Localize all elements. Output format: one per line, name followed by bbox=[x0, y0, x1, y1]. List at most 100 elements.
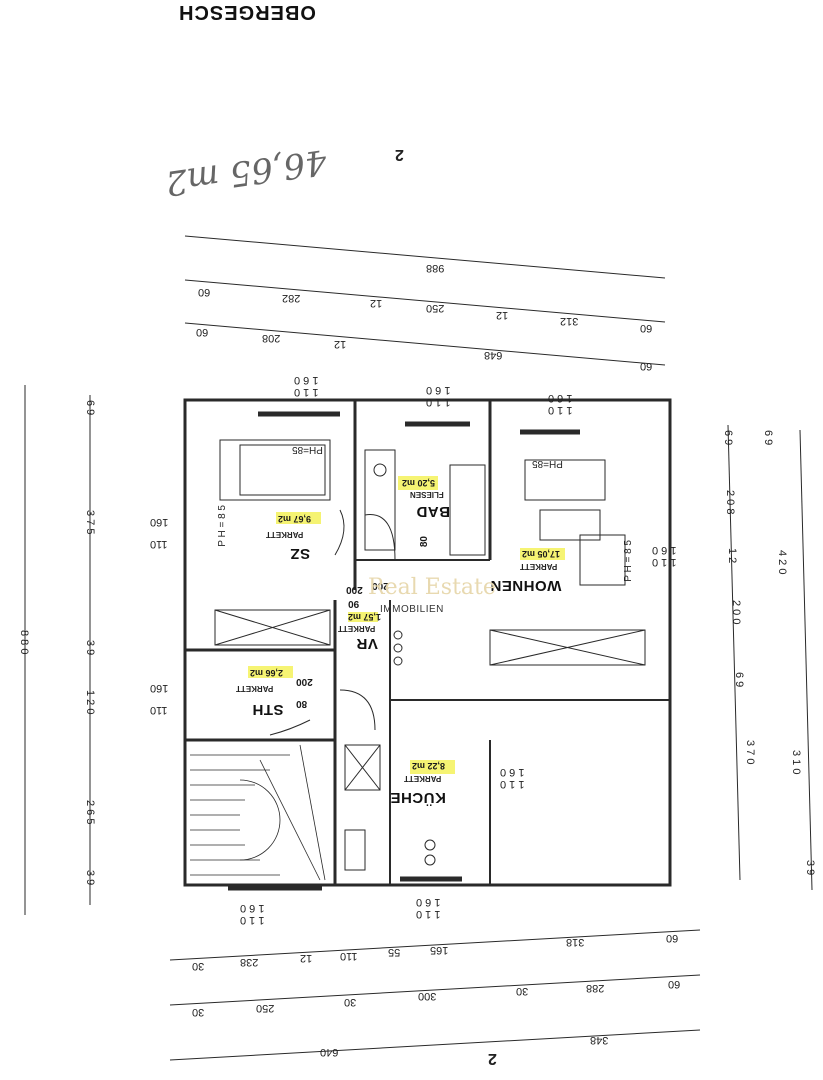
dim-bot-r1-6: 318 bbox=[566, 936, 585, 948]
dim-top-r2-1: 208 bbox=[262, 332, 281, 344]
sth-window-160: 160 bbox=[150, 682, 169, 694]
room-sz-area: 9,67 m2 bbox=[278, 514, 312, 524]
dim-top-r1-5: 312 bbox=[560, 315, 579, 327]
dim-bot-r1-5: 165 bbox=[430, 944, 449, 956]
room-wohnen-area: 17,05 m2 bbox=[522, 549, 561, 559]
dim-left-3: 1 2 0 bbox=[84, 690, 96, 715]
floor-title: OBERGESCH bbox=[178, 1, 316, 23]
dim-bot-r1-1: 238 bbox=[240, 956, 259, 968]
dim-bot-r2-6: 60 bbox=[668, 978, 681, 990]
dim-line-right-1 bbox=[727, 424, 741, 881]
room-wohnen-ph-side: P H = 8 5 bbox=[623, 540, 634, 582]
dim-top-r2-0: 60 bbox=[196, 326, 209, 338]
dim-bot-r2-4: 30 bbox=[516, 985, 529, 997]
room-bad-area: 5,20 m2 bbox=[402, 478, 436, 488]
dim-right-c1-1: 2 0 8 bbox=[724, 490, 736, 515]
room-kueche-area: 8,22 m2 bbox=[412, 761, 446, 771]
dim-left-1: 3 7 5 bbox=[84, 510, 96, 535]
dim-left-5: 3 9 bbox=[84, 870, 96, 886]
room-sz-finish: PARKETT bbox=[266, 530, 304, 539]
dim-bot-r2-1: 250 bbox=[256, 1002, 275, 1014]
dim-top-r1-1: 282 bbox=[282, 292, 301, 304]
dim-top-r1-4: 12 bbox=[496, 309, 509, 321]
dim-line-top-2 bbox=[184, 279, 666, 323]
watermark-sub: IMMOBILIEN bbox=[380, 604, 444, 615]
room-sz-name: SZ bbox=[290, 545, 311, 562]
room-kueche-finish: PARKETT bbox=[404, 774, 442, 783]
dim-right-c2-3: 3 1 0 bbox=[790, 750, 802, 775]
room-vr-name: VR bbox=[356, 635, 378, 652]
dim-line-bottom-2 bbox=[169, 974, 701, 1006]
dim-bot-r3-0: 640 bbox=[320, 1046, 339, 1058]
dim-right-c1-2: 1 2 bbox=[726, 548, 738, 564]
dim-right-c2-0: 6 9 bbox=[762, 430, 774, 446]
room-kueche-window: 1 1 0 1 6 0 bbox=[500, 766, 525, 791]
room-wohnen-name: WOHNEN bbox=[490, 577, 562, 594]
room-sth-door-b: 200 bbox=[296, 676, 313, 687]
bathtub bbox=[364, 449, 396, 551]
room-sth-finish: PARKETT bbox=[236, 684, 274, 693]
dim-bot-r1-7: 60 bbox=[666, 932, 679, 944]
window-top-sz: 1 1 0 1 6 0 bbox=[294, 374, 319, 399]
dim-top-r2-4: 60 bbox=[640, 360, 653, 372]
dim-top-r2-3: 648 bbox=[484, 349, 503, 361]
dim-bot-r3-1: 348 bbox=[590, 1034, 609, 1046]
dim-bot-r2-2: 30 bbox=[344, 996, 357, 1008]
room-kueche-name: KÜCHE bbox=[390, 789, 446, 806]
dim-bot-r2-0: 30 bbox=[192, 1006, 205, 1018]
sz-window-160: 160 bbox=[150, 516, 169, 528]
dim-left-0: 6 9 bbox=[84, 400, 96, 416]
section-mark-bottom: 2 bbox=[488, 1050, 497, 1067]
dim-line-top-1 bbox=[184, 235, 666, 279]
dim-right-c1-4: 6 9 bbox=[733, 672, 745, 688]
dim-line-bottom-1 bbox=[169, 929, 701, 961]
window-bottom-kueche: 1 1 0 1 6 0 bbox=[416, 896, 441, 921]
dim-bot-r1-0: 30 bbox=[192, 960, 205, 972]
room-sth-area: 2,66 m2 bbox=[250, 668, 284, 678]
outer-wall bbox=[183, 398, 672, 887]
dim-bot-r1-4: 55 bbox=[388, 946, 401, 958]
watermark-brand: Real Estate bbox=[368, 575, 496, 600]
dim-top-r2-2: 12 bbox=[334, 338, 347, 350]
dim-left-2: 3 9 bbox=[84, 640, 96, 656]
dim-bot-r2-5: 288 bbox=[586, 982, 605, 994]
section-mark-top: 2 bbox=[395, 146, 404, 163]
dim-top-r1-6: 60 bbox=[640, 322, 653, 334]
room-sth-door-a: 80 bbox=[296, 698, 308, 709]
dim-right-c1-0: 6 9 bbox=[722, 430, 734, 446]
room-wohnen-window: 1 1 0 1 6 0 bbox=[652, 544, 677, 569]
sz-window-110: 110 bbox=[150, 538, 168, 550]
sth-window-110: 110 bbox=[150, 704, 168, 716]
room-vr-door-b: 200 bbox=[346, 584, 363, 595]
dim-right-c2-1: 4 2 0 bbox=[776, 550, 788, 575]
room-bad-door: 80 bbox=[419, 536, 430, 548]
room-wohnen-finish: PARKETT bbox=[520, 562, 558, 571]
room-bad-finish: FLIESEN bbox=[410, 490, 444, 499]
room-sth-name: STH bbox=[252, 701, 284, 718]
bed bbox=[219, 439, 331, 501]
dim-bot-r1-3: 110 bbox=[340, 950, 358, 962]
dim-top-r1-0: 60 bbox=[198, 286, 211, 298]
room-bad-name: BAD bbox=[416, 503, 450, 520]
dim-bot-r1-2: 12 bbox=[300, 952, 313, 964]
dim-top-r1-3: 250 bbox=[426, 302, 445, 314]
room-vr-door-a: 90 bbox=[348, 598, 360, 609]
dim-left-4: 2 6 5 bbox=[84, 800, 96, 825]
dim-line-right-2 bbox=[799, 429, 813, 891]
window-top-wohnen: 1 1 0 1 6 0 bbox=[548, 392, 573, 417]
dim-top-r1-2: 12 bbox=[370, 297, 383, 309]
dim-top-overall: 988 bbox=[426, 262, 445, 274]
dim-right-c2-2: 3 7 0 bbox=[744, 740, 756, 765]
dim-bot-r2-3: 300 bbox=[418, 990, 437, 1002]
window-bottom-sth: 1 1 0 1 6 0 bbox=[240, 902, 265, 927]
room-wohnen-ph-top: PH=85 bbox=[532, 458, 563, 469]
room-vr-area: 1,57 m2 bbox=[348, 612, 382, 622]
staircase bbox=[190, 739, 330, 881]
room-vr-finish: PARKETT bbox=[338, 624, 376, 633]
window-top-bad: 1 1 0 1 6 0 bbox=[426, 384, 451, 409]
dim-line-top-3 bbox=[184, 322, 666, 366]
room-sz-ph: P H = 8 5 bbox=[217, 505, 228, 547]
dim-line-bottom-3 bbox=[169, 1029, 701, 1061]
room-sz-bed-ph: PH=85 bbox=[292, 444, 323, 455]
dim-right-c2-4: 3 9 bbox=[804, 860, 816, 876]
